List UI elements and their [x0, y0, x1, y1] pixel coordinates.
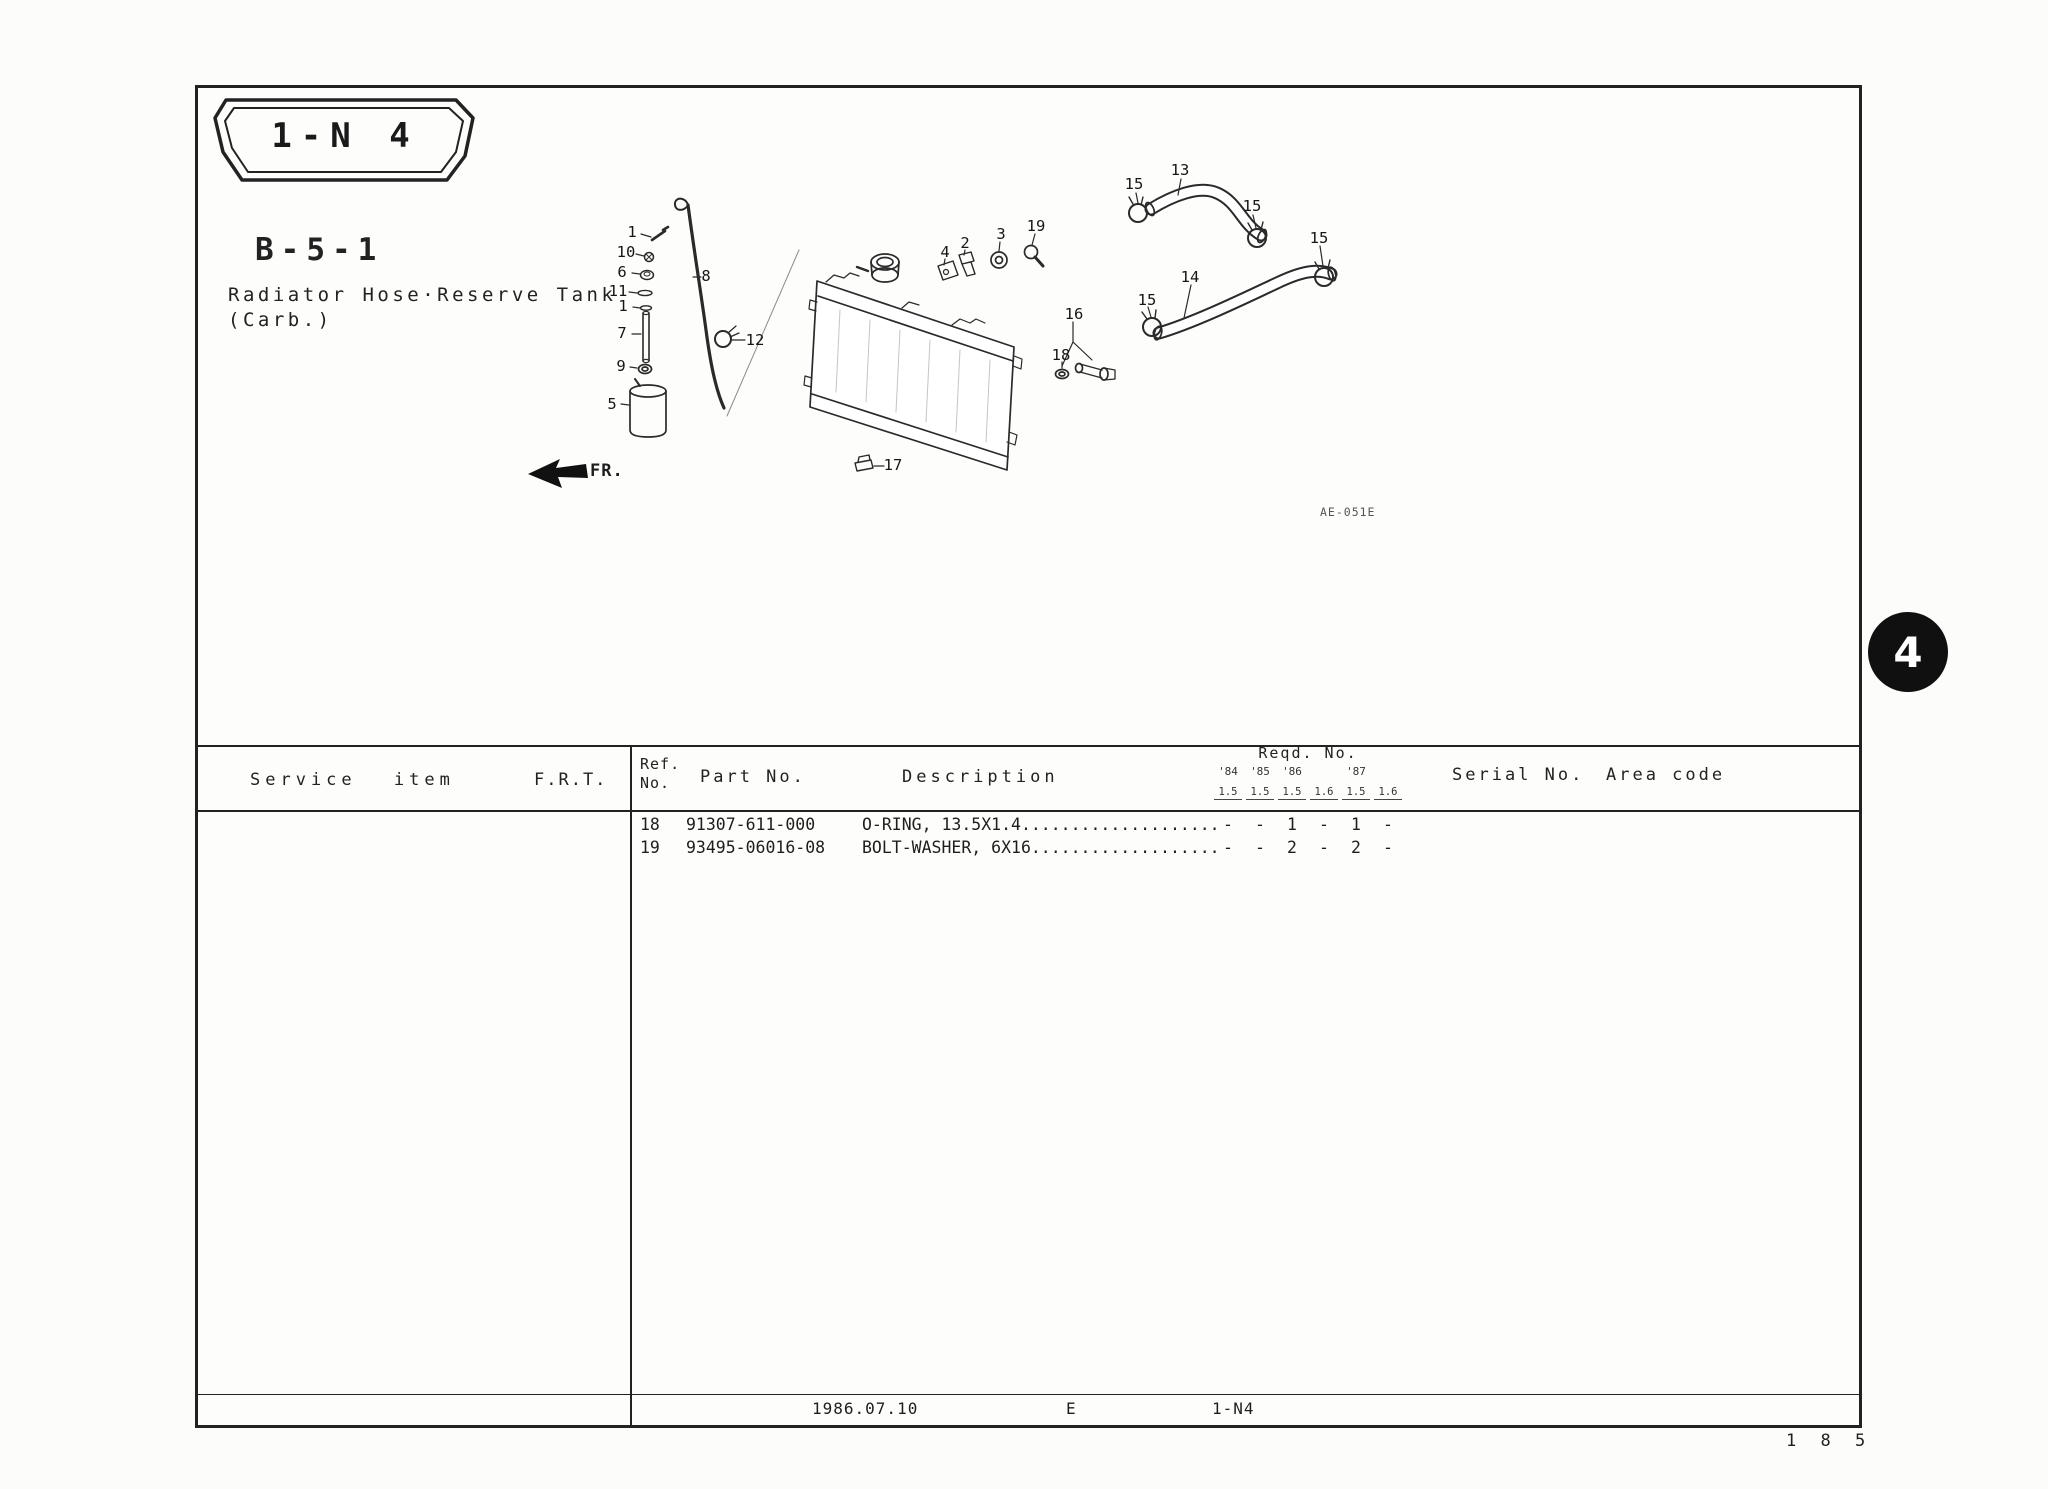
qty-cell: - — [1223, 815, 1233, 834]
qty-cell: 1 — [1287, 815, 1297, 834]
plate-badge-outline — [213, 98, 475, 182]
plate-code: 1-N 4 — [271, 116, 419, 156]
serial-no-header: Serial No. — [1452, 765, 1585, 785]
callout-8: 8 — [701, 267, 711, 285]
callout-10: 10 — [616, 243, 636, 261]
section-tab: 4 — [1868, 612, 1948, 692]
description-header: Description — [902, 767, 1059, 787]
qty-cell: - — [1383, 815, 1393, 834]
reqd-no-header: Reqd. No. — [1258, 744, 1358, 762]
reqd-year-label: '87 — [1346, 765, 1366, 778]
part-no-header: Part No. — [700, 767, 806, 787]
fr-direction-label: FR. — [590, 461, 624, 481]
qty-cell: - — [1319, 838, 1329, 857]
page-number: 1 8 5 — [1786, 1431, 1873, 1451]
callout-4: 4 — [940, 243, 950, 261]
ref-no-cell: 19 — [640, 838, 660, 857]
frt-header: F.R.T. — [534, 770, 608, 790]
callout-2: 2 — [960, 234, 970, 252]
reqd-engine-label: 1.6 — [1310, 786, 1338, 800]
reqd-year-label: '84 — [1218, 765, 1238, 778]
footer-edition-code: E — [1066, 1399, 1076, 1418]
callout-9: 9 — [616, 357, 626, 375]
table-top-rule — [195, 745, 1862, 747]
footer-rule — [195, 1394, 1862, 1396]
table-header-rule — [195, 810, 1862, 812]
reqd-year-label: '85 — [1250, 765, 1270, 778]
parts-rows: 18 91307-611-000 O-RING, 13.5X1.4.........… — [640, 813, 1850, 859]
reqd-engine-label: 1.5 — [1246, 786, 1274, 800]
footer-plate-code: 1-N4 — [1212, 1399, 1255, 1418]
part-no-cell: 91307-611-000 — [686, 815, 816, 834]
page-title-line2: (Carb.) — [228, 309, 333, 331]
callout-14: 14 — [1180, 268, 1200, 286]
description-cell: BOLT-WASHER, 6X16................... — [862, 838, 1220, 857]
ref-no-header-line1: Ref. — [640, 755, 681, 773]
qty-cells: - - 2 - 2 - — [1212, 836, 1404, 859]
callout-15: 15 — [1309, 229, 1329, 247]
page-title: Radiator Hose·Reserve Tank (Carb.) — [228, 283, 616, 333]
reqd-year-label: '86 — [1282, 765, 1302, 778]
qty-cell: - — [1383, 838, 1393, 857]
table-row: 19 93495-06016-08 BOLT-WASHER, 6X16.......… — [640, 836, 1850, 859]
page-frame — [195, 85, 1862, 1428]
qty-cell: - — [1255, 838, 1265, 857]
reqd-engine-label: 1.5 — [1278, 786, 1306, 800]
reqd-years-row: '84 '85 '86 '87 — [1212, 765, 1404, 778]
description-cell: O-RING, 13.5X1.4.................... — [862, 815, 1220, 834]
reqd-engine-label: 1.5 — [1214, 786, 1242, 800]
part-no-cell: 93495-06016-08 — [686, 838, 826, 857]
callout-17: 17 — [883, 456, 903, 474]
callout-6: 6 — [617, 263, 627, 281]
callout-7: 7 — [617, 324, 627, 342]
table-row: 18 91307-611-000 O-RING, 13.5X1.4.........… — [640, 813, 1850, 836]
section-code: B-5-1 — [255, 232, 384, 268]
callout-12: 12 — [745, 331, 765, 349]
qty-cell: - — [1255, 815, 1265, 834]
qty-cell: 2 — [1351, 838, 1361, 857]
reqd-engine-label: 1.6 — [1374, 786, 1402, 800]
diagram-ref-code: AE-051E — [1320, 505, 1376, 519]
callout-11: 11 — [608, 282, 628, 300]
ref-no-cell: 18 — [640, 815, 660, 834]
callout-18: 18 — [1051, 346, 1071, 364]
callout-15: 15 — [1242, 197, 1262, 215]
callout-13: 13 — [1170, 161, 1190, 179]
ref-no-header: Ref.No. — [640, 755, 680, 793]
qty-cells: - - 1 - 1 - — [1212, 813, 1404, 836]
callout-5: 5 — [607, 395, 617, 413]
callout-19: 19 — [1026, 217, 1046, 235]
callout-1: 1 — [627, 223, 637, 241]
callout-16: 16 — [1064, 305, 1084, 323]
reqd-engine-label: 1.5 — [1342, 786, 1370, 800]
reqd-engine-row: 1.5 1.5 1.5 1.6 1.5 1.6 — [1212, 786, 1404, 800]
table-column-divider — [630, 745, 632, 1428]
qty-cell: 1 — [1351, 815, 1361, 834]
qty-cell: - — [1223, 838, 1233, 857]
callout-3: 3 — [996, 225, 1006, 243]
plate-badge: 1-N 4 — [202, 92, 488, 190]
qty-cell: - — [1319, 815, 1329, 834]
callout-15: 15 — [1137, 291, 1157, 309]
service-item-header: Service item — [250, 770, 455, 790]
ref-no-header-line2: No. — [640, 774, 671, 792]
callout-15: 15 — [1124, 175, 1144, 193]
section-tab-number: 4 — [1893, 627, 1923, 677]
callout-1: 1 — [618, 297, 628, 315]
page-title-line1: Radiator Hose·Reserve Tank — [228, 284, 617, 306]
qty-cell: 2 — [1287, 838, 1297, 857]
footer-date: 1986.07.10 — [812, 1399, 919, 1418]
area-code-header: Area code — [1606, 765, 1726, 785]
